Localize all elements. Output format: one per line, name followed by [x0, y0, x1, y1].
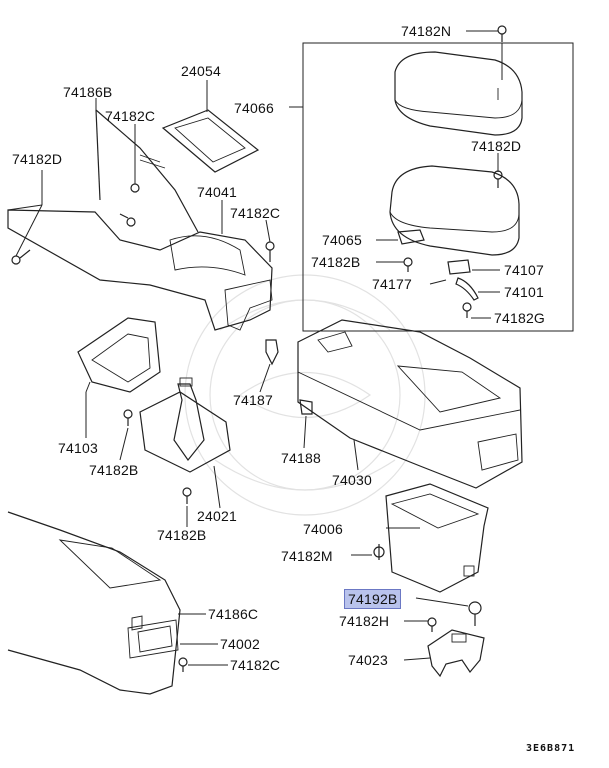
- label-74182d-left[interactable]: 74182D: [12, 151, 63, 167]
- armrest-lid-upper: [394, 51, 523, 136]
- watermark-emblem: [184, 274, 426, 516]
- label-74182n-top[interactable]: 74182N: [401, 23, 452, 39]
- clip-74187: [265, 339, 279, 366]
- label-74107[interactable]: 74107: [504, 262, 544, 278]
- leader-lines: [7, 30, 503, 666]
- label-74182c-c[interactable]: 74182C: [230, 657, 281, 673]
- screws: [11, 25, 507, 672]
- tray-74103: [77, 317, 161, 393]
- label-24054[interactable]: 24054: [181, 63, 221, 79]
- label-74182b-c[interactable]: 74182B: [157, 527, 207, 543]
- label-74182b-a[interactable]: 74182B: [311, 254, 361, 270]
- label-74182m[interactable]: 74182M: [281, 548, 333, 564]
- diagram-code: 3E6B871: [526, 743, 576, 754]
- bracket-74107: [447, 259, 471, 275]
- label-74101[interactable]: 74101: [504, 284, 544, 300]
- clip-74188: [299, 399, 313, 415]
- label-74103[interactable]: 74103: [58, 440, 98, 456]
- label-74002[interactable]: 74002: [220, 636, 260, 652]
- inset-box: [302, 42, 574, 332]
- label-74023[interactable]: 74023: [348, 652, 388, 668]
- label-74192b-highlighted[interactable]: 74192B: [344, 589, 402, 609]
- label-74030[interactable]: 74030: [332, 472, 372, 488]
- label-74182c-b[interactable]: 74182C: [230, 205, 281, 221]
- label-74187[interactable]: 74187: [233, 392, 273, 408]
- label-74188[interactable]: 74188: [281, 450, 321, 466]
- lower-console: [7, 511, 181, 695]
- front-console-74041: [7, 109, 273, 331]
- label-74182h[interactable]: 74182H: [339, 613, 390, 629]
- latch-74065: [397, 229, 425, 245]
- spring-74101: [455, 277, 479, 301]
- label-24021[interactable]: 24021: [197, 508, 237, 524]
- shift-boot-24021: [139, 377, 231, 473]
- label-74182g[interactable]: 74182G: [494, 310, 546, 326]
- shift-frame-24054: [161, 109, 260, 173]
- storage-box-74006: [385, 483, 489, 593]
- armrest-lid-lower: [389, 165, 520, 256]
- rear-console-74030: [297, 319, 523, 489]
- label-74186b[interactable]: 74186B: [63, 84, 113, 100]
- label-74182b-b[interactable]: 74182B: [89, 462, 139, 478]
- label-74041[interactable]: 74041: [197, 184, 237, 200]
- label-74066[interactable]: 74066: [234, 100, 274, 116]
- bracket-74023: [427, 629, 485, 678]
- label-74182c-a[interactable]: 74182C: [105, 108, 156, 124]
- label-74186c[interactable]: 74186C: [208, 606, 259, 622]
- label-74177[interactable]: 74177: [372, 276, 412, 292]
- label-74182d-right[interactable]: 74182D: [471, 138, 522, 154]
- label-74065[interactable]: 74065: [322, 232, 362, 248]
- label-74006[interactable]: 74006: [303, 521, 343, 537]
